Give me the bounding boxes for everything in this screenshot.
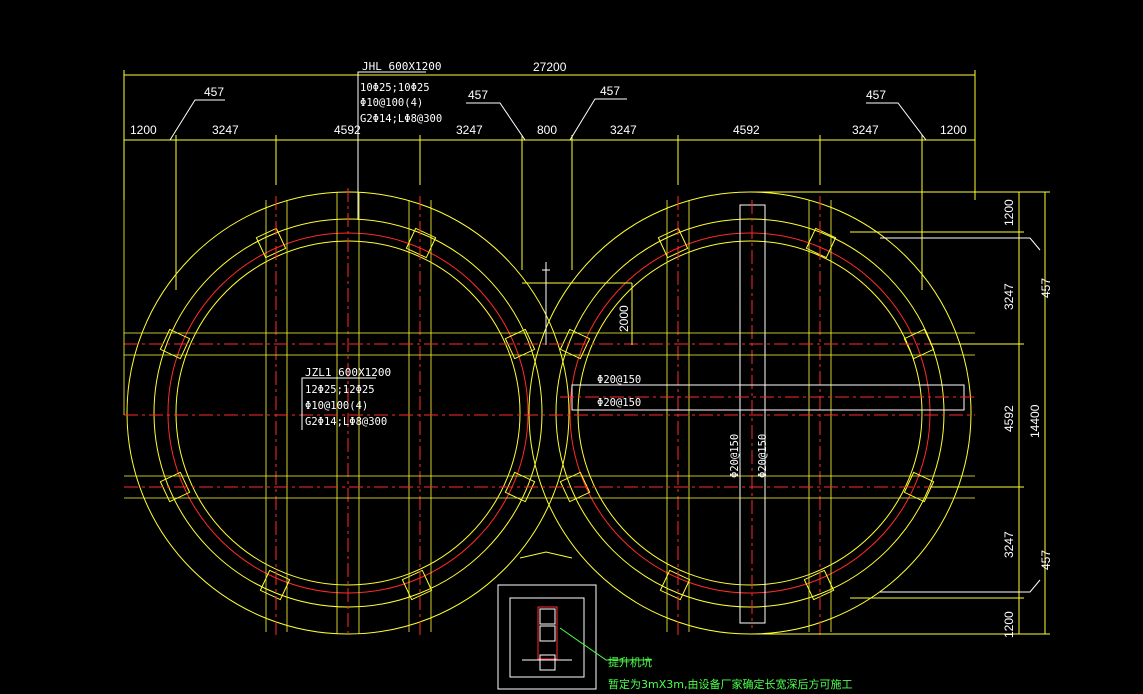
rebar-v1: Φ20@150 — [729, 434, 741, 478]
leader-457-c: 457 — [600, 84, 620, 98]
right-457-top: 457 — [1039, 278, 1053, 298]
beam-jzl1-label: JZL1 600X1200 12Φ25;12Φ25 Φ10@100(4) G2Φ… — [301, 366, 391, 430]
top-dim-3: 3247 — [456, 123, 483, 137]
jhl-name: JHL 600X1200 — [362, 60, 441, 73]
dim-2000: 2000 — [617, 305, 631, 332]
right-dim-0: 1200 — [1002, 199, 1016, 226]
top-dim-6: 4592 — [733, 123, 760, 137]
leader-457-d: 457 — [866, 88, 886, 102]
jhl-line3: G2Φ14;LΦ8@300 — [360, 113, 442, 125]
right-ring — [528, 191, 972, 635]
lift-pit-detail: 提升机坑 暂定为3mX3m,由设备厂家确定长宽深后方可施工 — [497, 551, 852, 691]
rebar-h1: Φ20@150 — [597, 374, 641, 386]
right-vertical-beams — [666, 196, 832, 636]
top-dim-7: 3247 — [852, 123, 879, 137]
overall-width-label: 27200 — [533, 60, 567, 74]
beam-jhl-label: JHL 600X1200 10Φ25;10Φ25 Φ10@100(4) G2Φ1… — [357, 60, 442, 220]
segment-dimensions: 1200 3247 4592 3247 800 3247 4592 3247 1… — [124, 123, 975, 290]
left-vertical-beams — [265, 188, 432, 638]
right-dim-4: 1200 — [1002, 611, 1016, 638]
right-dim-1: 3247 — [1002, 283, 1016, 310]
rebar-v2: Φ20@150 — [757, 434, 769, 478]
right-457-bottom: 457 — [1039, 550, 1053, 570]
rebar-h2: Φ20@150 — [597, 397, 641, 409]
leader-457-b: 457 — [468, 88, 488, 102]
jzl1-line1: 12Φ25;12Φ25 — [305, 384, 375, 396]
overall-dimension: 27200 — [123, 60, 976, 200]
leader-457-a: 457 — [204, 85, 224, 99]
note-line1: 提升机坑 — [608, 655, 652, 669]
top-dim-0: 1200 — [130, 123, 157, 137]
top-dim-2: 4592 — [334, 123, 361, 137]
top-dim-4: 800 — [537, 123, 557, 137]
jzl1-line3: G2Φ14;LΦ8@300 — [305, 416, 387, 428]
jhl-line1: 10Φ25;10Φ25 — [360, 82, 430, 94]
right-dim-2: 4592 — [1002, 405, 1016, 432]
jhl-line2: Φ10@100(4) — [360, 97, 423, 109]
jzl1-line2: Φ10@100(4) — [305, 400, 368, 412]
rebar-labels: Φ20@150 Φ20@150 Φ20@150 Φ20@150 — [597, 374, 769, 478]
top-dim-1: 3247 — [212, 123, 239, 137]
top-dim-5: 3247 — [610, 123, 637, 137]
horizontal-beams — [123, 140, 975, 499]
right-dim-3: 3247 — [1002, 531, 1016, 558]
top-dim-8: 1200 — [940, 123, 967, 137]
leader-457-group: 457 457 457 457 — [169, 84, 927, 141]
note-line2: 暂定为3mX3m,由设备厂家确定长宽深后方可施工 — [608, 677, 852, 691]
left-ring — [126, 191, 570, 635]
center-connection: 2000 — [522, 262, 633, 345]
right-dimensions: 1200 3247 4592 3247 1200 14400 457 457 — [750, 191, 1053, 638]
right-dim-total: 14400 — [1028, 404, 1042, 438]
jzl1-name: JZL1 600X1200 — [305, 366, 391, 379]
